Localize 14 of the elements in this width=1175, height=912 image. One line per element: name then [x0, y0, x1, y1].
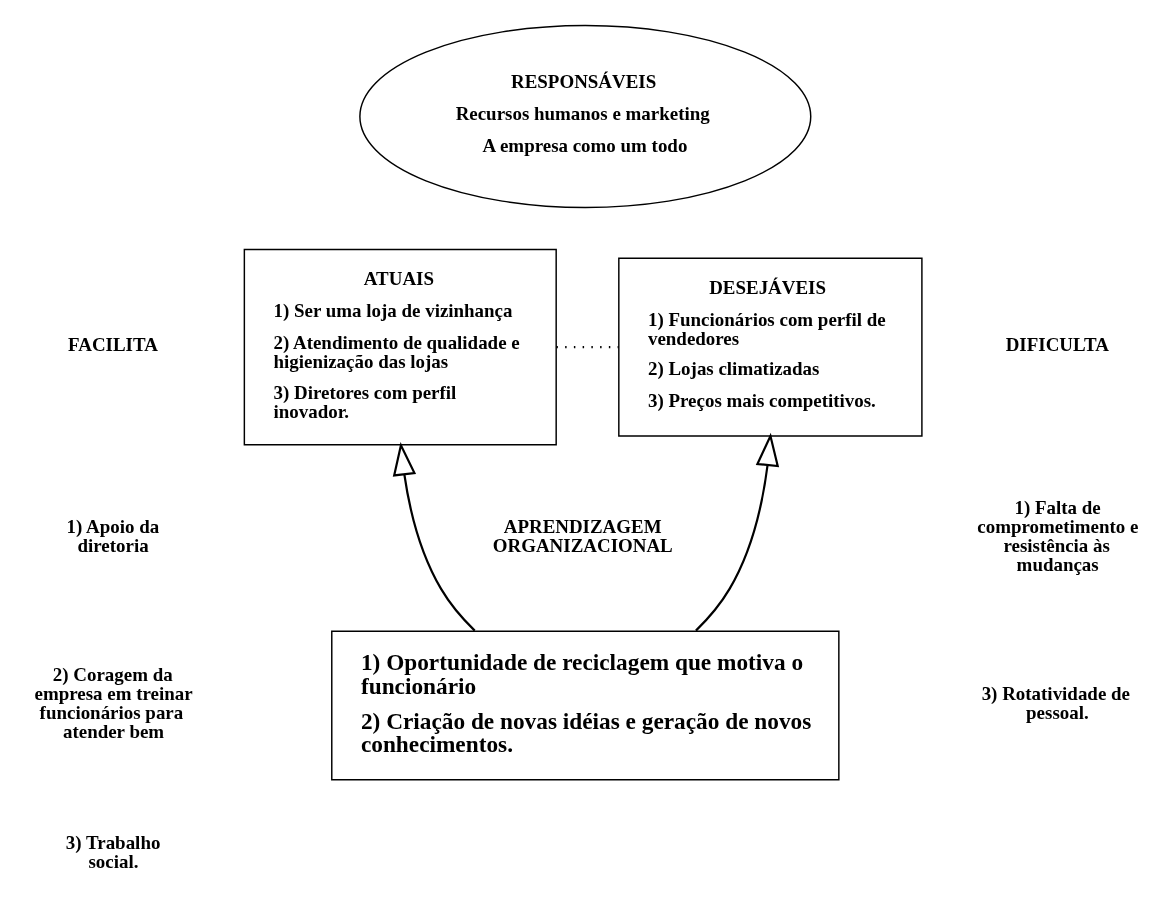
label: DIFICULTA [1005, 333, 1109, 355]
node-ellipse: RESPONSÁVEIS Recursos humanos e marketing A empresa como um todo [359, 24, 812, 209]
label: 3) Rotatividade de pessoal. [981, 683, 1130, 724]
label: 2) Coragem da empresa em treinar funcionários para atender bem [34, 664, 193, 743]
node-box: 1) Oportunidade de reciclagem que motiva o funcionário 2) Criação de novas idéias e geração de novos conhecimentos. [331, 630, 840, 781]
label: 1) Falta de comprometimento e resistência às mudanças [977, 496, 1139, 575]
label: 1) Apoio da diretoria [66, 515, 160, 556]
arrow [695, 432, 780, 632]
node-box: ATUAIS 1) Ser uma loja de vizinhança 2) Atendimento de qualidade e higienização das lojas 3) Diretores com perfil inovador. [243, 248, 557, 446]
label: FACILITA [68, 333, 158, 355]
label: 3) Trabalho social. [65, 831, 161, 872]
label: APRENDIZAGEM ORGANIZACIONAL [492, 515, 673, 556]
arrow [392, 441, 476, 632]
node-box: DESEJÁVEIS 1) Funcionários com perfil de vendedores 2) Lojas climatizadas 3) Preços mais competitivos. [618, 257, 923, 437]
